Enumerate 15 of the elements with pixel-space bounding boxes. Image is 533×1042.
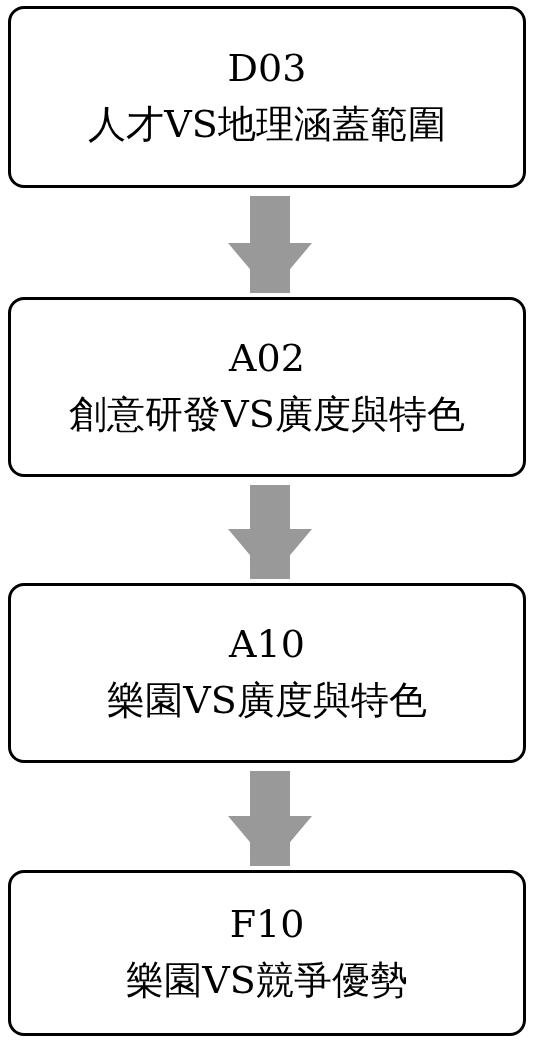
node-code: A10 — [229, 624, 305, 666]
node-code: A02 — [229, 338, 305, 380]
node-title: 創意研發VS廣度與特色 — [69, 394, 465, 436]
process-box — [8, 6, 526, 188]
arrow — [228, 771, 312, 866]
process-box — [8, 583, 526, 763]
arrow — [228, 485, 312, 579]
node-code: D03 — [227, 48, 307, 90]
process-box — [8, 297, 526, 477]
process-box — [8, 870, 526, 1036]
node-title: 樂園VS競爭優勢 — [126, 960, 408, 1002]
node-title: 樂園VS廣度與特色 — [107, 680, 427, 722]
node-title: 人才VS地理涵蓋範圍 — [88, 104, 446, 146]
node-code: F10 — [229, 904, 305, 946]
arrow — [228, 196, 312, 293]
